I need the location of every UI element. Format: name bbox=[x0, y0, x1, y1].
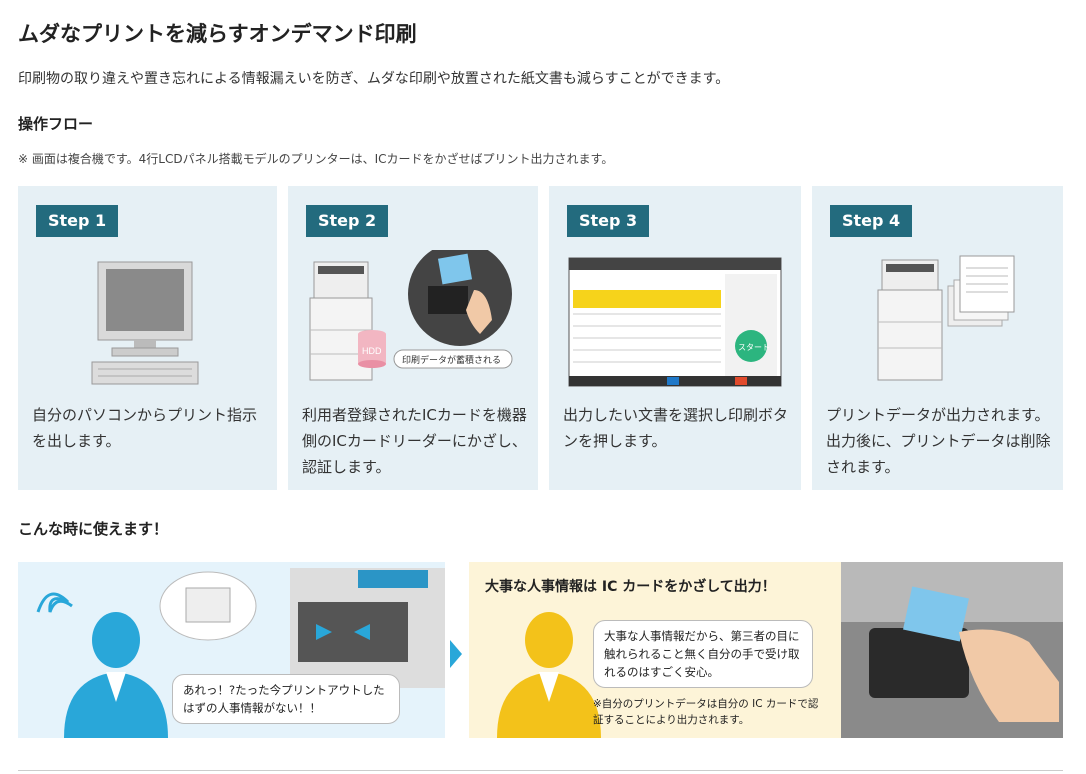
chevron-right-icon bbox=[277, 316, 291, 368]
multifunction-printer-icon: HDD 印刷データが蓄積される bbox=[309, 250, 513, 381]
step-4-badge: Step 4 bbox=[830, 205, 913, 237]
touch-panel-icon: スタート bbox=[568, 257, 782, 387]
usecase-heading: こんな時に使えます！ bbox=[18, 520, 169, 538]
operation-flow: Step 1 自分のパソコンからプリント指示を出します。 Step 2 HDD bbox=[18, 186, 1063, 490]
step-4: Step 4 プリントデータが出力されます。出力後に、プリントデータは削除されま… bbox=[812, 186, 1063, 490]
chevron-right-icon bbox=[538, 316, 552, 368]
step-2-text: 利用者登録されたICカードを機器側のICカードリーダーにかざし、認証します。 bbox=[302, 406, 527, 476]
solution-speech-bubble: 大事な人事情報だから、第三者の目に触れられること無く自分の手で受け取れるのはすご… bbox=[593, 620, 813, 688]
divider bbox=[18, 770, 1063, 771]
lead-text: 印刷物の取り違えや置き忘れによる情報漏えいを防ぎ、ムダな印刷や放置された紙文書も… bbox=[18, 71, 730, 87]
usecase-problem-panel: あれっ！?たった今プリントアウトしたはずの人事情報がない！！ bbox=[18, 562, 445, 738]
problem-speech-bubble: あれっ！?たった今プリントアウトしたはずの人事情報がない！！ bbox=[172, 674, 400, 724]
arrow-right-icon bbox=[450, 640, 462, 668]
page-title: ムダなプリントを減らすオンデマンド印刷 bbox=[18, 22, 417, 46]
step-3: Step 3 スタート 出力したい文書を選択し印刷ボタンを押します。 bbox=[549, 186, 801, 490]
step-2-badge: Step 2 bbox=[306, 205, 389, 237]
usecase-solution-panel: 大事な人事情報は IC カードをかざして出力！ 大事な人事情報だから、第三者の目… bbox=[469, 562, 1063, 738]
step-3-text: 出力したい文書を選択し印刷ボタンを押します。 bbox=[563, 406, 789, 450]
step-1: Step 1 自分のパソコンからプリント指示を出します。 bbox=[18, 186, 277, 490]
paper-stack-icon bbox=[877, 255, 1015, 381]
step-2: Step 2 HDD 印刷データが蓄積される 利用者登録されたICカードを機器側… bbox=[288, 186, 538, 490]
person-silhouette-icon bbox=[497, 562, 1063, 738]
person-silhouette-icon bbox=[36, 568, 445, 738]
solution-title: 大事な人事情報は IC カードをかざして出力！ bbox=[485, 579, 776, 595]
step-1-text: 自分のパソコンからプリント指示を出します。 bbox=[32, 406, 258, 450]
flow-heading: 操作フロー bbox=[18, 115, 94, 133]
ic-card-icon bbox=[437, 253, 473, 285]
step-2-callout: 印刷データが蓄積される bbox=[402, 354, 501, 366]
hdd-icon-label: HDD bbox=[362, 346, 382, 356]
step-3-badge: Step 3 bbox=[567, 205, 650, 237]
start-button-label: スタート bbox=[738, 343, 770, 352]
ic-card-icon bbox=[903, 586, 969, 642]
computer-icon bbox=[91, 261, 199, 385]
step-4-text: プリントデータが出力されます。出力後に、プリントデータは削除されます。 bbox=[826, 406, 1051, 476]
step-1-badge: Step 1 bbox=[36, 205, 119, 237]
flow-note: ※ 画面は複合機です。4行LCDパネル搭載モデルのプリンターは、ICカードをかざ… bbox=[18, 152, 614, 166]
solution-note: ※自分のプリントデータは自分の IC カードで認証することにより出力されます。 bbox=[593, 698, 819, 726]
chevron-right-icon bbox=[801, 316, 815, 368]
